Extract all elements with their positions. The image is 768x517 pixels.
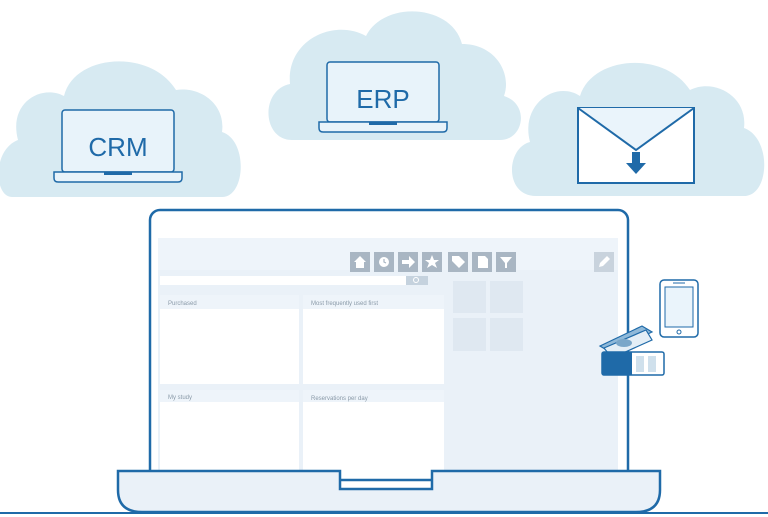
erp-laptop-icon: ERP	[318, 61, 448, 133]
home-icon[interactable]	[350, 252, 370, 272]
widget-title: Reservations per day	[311, 396, 368, 402]
app-toolbar	[350, 252, 614, 272]
widget-my-study: My study	[160, 390, 299, 470]
document-icon[interactable]	[472, 252, 492, 272]
clock-icon[interactable]	[374, 252, 394, 272]
arrow-right-icon[interactable]	[398, 252, 418, 272]
erp-label: ERP	[356, 84, 409, 114]
app-tile[interactable]	[490, 318, 523, 351]
filter-icon[interactable]	[496, 252, 516, 272]
star-icon[interactable]	[422, 252, 442, 272]
widget-title: My study	[168, 395, 192, 401]
search-icon[interactable]	[406, 276, 428, 285]
app-tile[interactable]	[453, 318, 486, 351]
widget-reservations-per-day: Reservations per day	[303, 390, 444, 470]
app-tiles	[453, 281, 523, 351]
app-tile[interactable]	[490, 281, 523, 313]
widget-purchased: Purchased	[160, 295, 299, 384]
search-bar[interactable]	[160, 276, 428, 285]
mobile-phone-icon	[659, 279, 699, 338]
envelope-download-icon	[577, 107, 695, 184]
edit-icon[interactable]	[594, 252, 614, 272]
app-tile[interactable]	[453, 281, 486, 313]
crm-label: CRM	[88, 132, 147, 162]
payment-card-reader-icon	[598, 325, 665, 376]
widget-title: Most frequently used first	[311, 301, 378, 307]
laptop-base	[116, 469, 662, 514]
widget-title: Purchased	[168, 301, 197, 307]
tag-icon[interactable]	[448, 252, 468, 272]
widget-most-frequently-used: Most frequently used first	[303, 295, 444, 384]
crm-laptop-icon: CRM	[53, 109, 183, 183]
